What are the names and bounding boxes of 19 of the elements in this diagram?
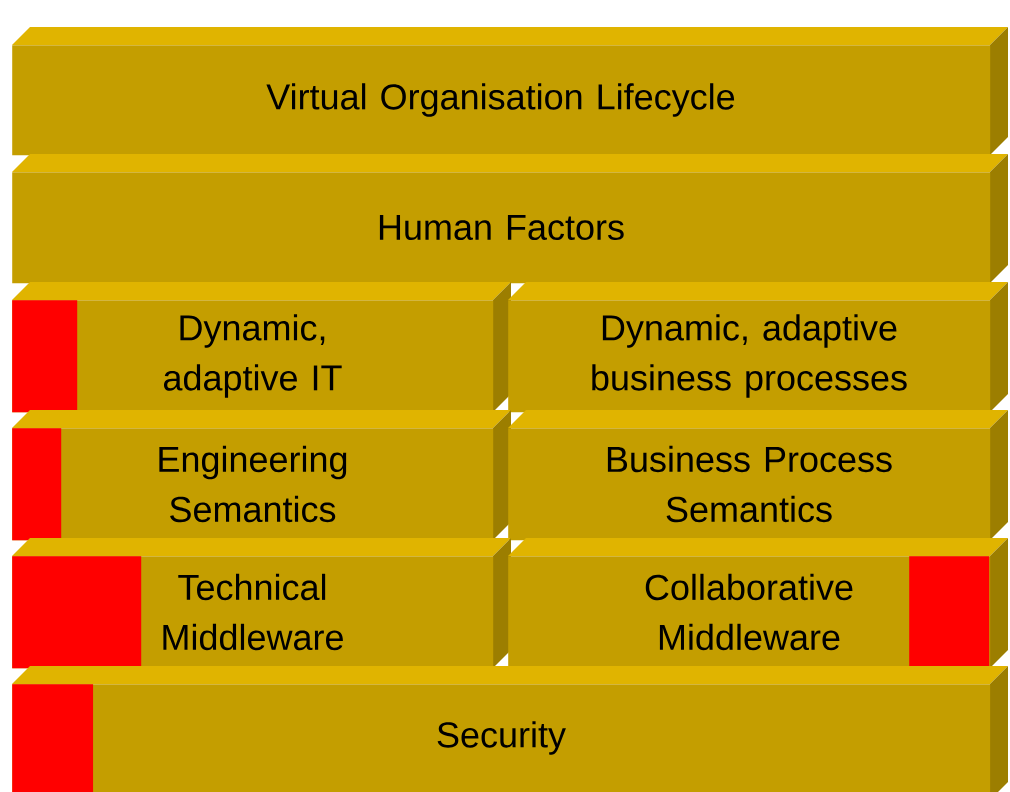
layer-block [508,410,1008,541]
layer-text: Dynamic, adaptive IT [164,314,342,398]
marker-block [12,428,62,541]
layer-text: Collaborative Middleware [645,573,853,651]
marker-block [909,556,990,669]
layer-block [12,27,1008,156]
layer-text: Engineering Semantics [159,445,347,523]
layer-block [12,154,1008,284]
layer-text: Human Factors [379,214,624,241]
marker-block [12,300,78,413]
layer-text: Technical Middleware [163,573,343,651]
marker-block [12,556,142,669]
layer-text: Security [437,721,566,755]
layer-block [12,666,1008,792]
layer-text: Business Process Semantics [607,445,892,523]
marker-block [12,684,94,792]
layer-block [508,282,1008,413]
layer-text: Virtual Organisation Lifecycle [266,83,735,117]
layer-text: Dynamic, adaptive business processes [592,314,907,398]
